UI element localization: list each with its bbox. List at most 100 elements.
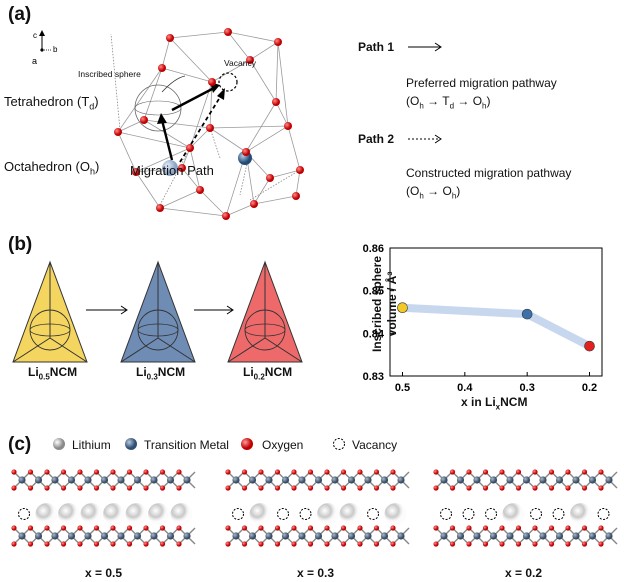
oxygen-atom <box>482 525 489 531</box>
lithium-atom <box>80 503 103 525</box>
vacancy-site <box>299 508 312 520</box>
oxygen-atom <box>390 541 396 547</box>
oxygen-atom <box>77 469 83 475</box>
tm-atom <box>539 532 547 540</box>
tetrahedra-row <box>12 260 303 363</box>
oxygen-atom <box>499 469 505 475</box>
oxygen-atom <box>307 541 314 547</box>
legend-vacancy-label: Vacancy <box>352 438 398 452</box>
oxygen-atom <box>357 525 363 531</box>
lattice-edge <box>159 207 227 217</box>
oxygen-atom <box>466 485 472 491</box>
tm-atom <box>440 532 448 540</box>
oxygen-atom <box>340 469 347 475</box>
lithium-atom <box>339 503 362 525</box>
tm-atom <box>84 532 92 540</box>
oxygen-atom <box>565 469 571 475</box>
oxygen-atom <box>274 469 281 475</box>
tm-atom <box>522 476 531 484</box>
lattice-edge <box>277 41 289 127</box>
oxygen-atom <box>449 469 456 475</box>
data-point <box>521 308 533 320</box>
oxygen-atom <box>176 541 182 547</box>
tm-atom <box>555 532 564 540</box>
oxygen-atom <box>166 34 174 42</box>
inscribed-sphere-equator <box>244 323 286 337</box>
oxygen-atom <box>225 541 231 547</box>
oxygen-atom <box>60 525 67 531</box>
oxygen-atom <box>178 164 186 172</box>
dashed-arrow-icon <box>408 134 442 144</box>
layered-structures <box>11 469 618 547</box>
oxygen-atom <box>433 541 439 547</box>
path1-route: (Oh → Td → Oh) <box>406 94 491 111</box>
tm-atom <box>265 532 273 540</box>
oxygen-atom <box>126 469 133 475</box>
oxygen-atom <box>357 485 363 491</box>
oxygen-atom <box>241 541 248 547</box>
vacancy-site <box>440 508 452 520</box>
migration-path-label: Migration Path <box>130 163 214 178</box>
lattice-edge <box>209 125 289 129</box>
oxygen-atom <box>515 485 522 491</box>
oxygen-atom <box>324 485 330 491</box>
lattice-dotted-edge <box>249 169 301 201</box>
oxygen-atom <box>225 525 231 531</box>
oxygen-atom <box>340 525 347 531</box>
oxygen-atom <box>307 525 314 531</box>
oxygen-atom <box>77 485 83 491</box>
lattice-edge <box>169 31 229 39</box>
tm-atom <box>588 532 597 540</box>
tm-atom <box>150 476 158 484</box>
lattice-edge <box>245 101 277 153</box>
lattice-edge <box>189 147 201 191</box>
oxygen-atom <box>598 469 604 475</box>
lithium-ball-icon <box>53 438 65 450</box>
path1-description: Preferred migration pathway <box>406 76 557 90</box>
oxygen-atom <box>274 38 282 46</box>
lattice-edge <box>161 37 171 69</box>
oxygen-atom <box>373 525 380 531</box>
tm-atom <box>248 476 257 484</box>
caption-x02: x = 0.2 <box>505 566 543 580</box>
oxygen-atom <box>206 124 214 132</box>
tm-atom <box>572 476 580 484</box>
tm-atom <box>347 532 356 540</box>
tetra-label-li02: Li0.2NCM <box>243 365 293 382</box>
tm-atom <box>117 532 125 540</box>
tetrahedron-edge <box>157 337 196 363</box>
lattice-dotted-edge <box>209 127 221 159</box>
tm-atom <box>67 532 76 540</box>
oxygen-atom <box>390 485 396 491</box>
tetrahedron-edge <box>120 337 159 363</box>
oxygen-atom <box>291 525 297 531</box>
tm-atom <box>397 476 405 484</box>
oxygen-atom <box>324 525 330 531</box>
oxygen-atom <box>11 525 17 531</box>
tm-atom <box>183 476 191 484</box>
tm-atom <box>522 532 531 540</box>
lattice-edge <box>181 167 201 191</box>
lattice-dotted-edge <box>110 33 121 131</box>
oxygen-atom <box>44 525 50 531</box>
oxygen-atom <box>390 525 396 531</box>
oxygen-atom <box>176 485 182 491</box>
lattice-edge <box>227 31 279 43</box>
oxygen-atom <box>466 541 472 547</box>
path2-label: Path 2 <box>358 132 395 146</box>
lithium-atom <box>570 503 592 525</box>
tm-atom <box>473 476 481 484</box>
oxygen-atom <box>291 541 297 547</box>
inscribed-sphere-equator <box>134 100 182 116</box>
oxygen-atom <box>44 541 50 547</box>
tm-atom <box>473 532 481 540</box>
oxygen-atom <box>499 525 505 531</box>
tm-atom <box>380 532 389 540</box>
tm-atom <box>572 532 580 540</box>
lithium-atom <box>384 503 407 525</box>
tm-atom <box>34 476 43 484</box>
oxygen-atom <box>324 541 330 547</box>
axis-c-label: c <box>33 31 37 40</box>
vacancy-site <box>552 508 565 520</box>
oxygen-atom <box>449 485 456 491</box>
